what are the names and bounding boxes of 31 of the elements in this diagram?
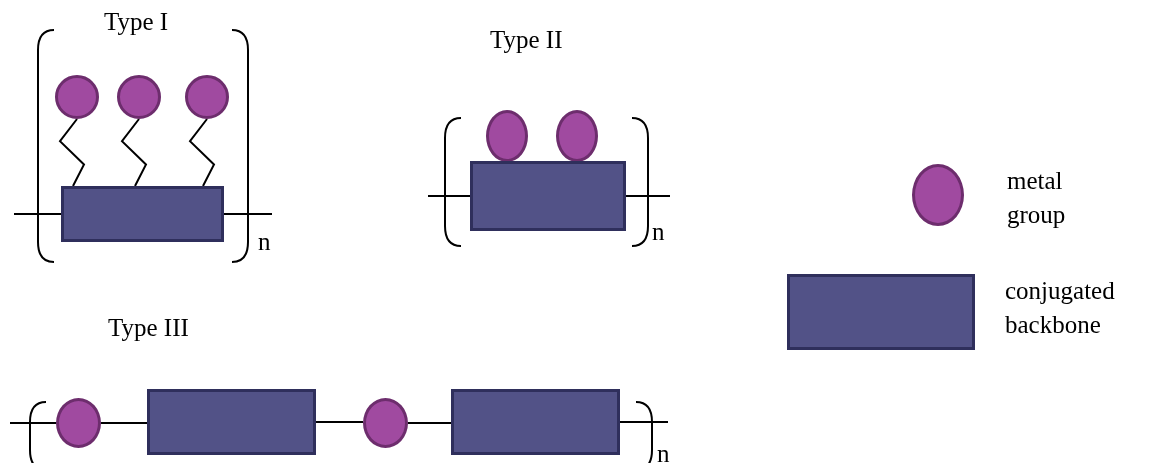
type-label: Type I — [104, 8, 169, 36]
metal-group-circle — [556, 110, 598, 162]
type-label: Type II — [490, 26, 563, 54]
connector-line — [9, 422, 57, 424]
connector-line — [315, 421, 364, 423]
metal-group-circle — [363, 398, 408, 448]
connector-line — [625, 195, 671, 197]
connector-line — [223, 213, 273, 215]
legend-text: conjugated backbone — [1005, 276, 1116, 340]
repeat-subscript: n — [258, 228, 271, 256]
repeat-subscript: n — [657, 440, 670, 463]
type-label: Type III — [108, 314, 189, 342]
connector-line — [188, 118, 216, 187]
metal-group-circle — [185, 75, 229, 119]
backbone-rectangle — [147, 389, 316, 455]
backbone-rectangle — [61, 186, 224, 242]
connector-line — [120, 118, 148, 187]
metal-group-circle — [486, 110, 528, 162]
connector-line — [100, 422, 148, 424]
connector-line — [13, 213, 62, 215]
metal-group-circle — [55, 75, 99, 119]
legend-text: metal group — [1007, 166, 1067, 230]
connector-line — [619, 421, 669, 423]
repeat-subscript: n — [652, 218, 665, 246]
backbone-rectangle — [470, 161, 626, 231]
connector-line — [58, 118, 86, 187]
metal-group-circle — [117, 75, 161, 119]
backbone-rectangle — [451, 389, 620, 455]
connector-line — [407, 422, 452, 424]
metal-group-circle — [56, 398, 101, 448]
connector-line — [427, 195, 471, 197]
